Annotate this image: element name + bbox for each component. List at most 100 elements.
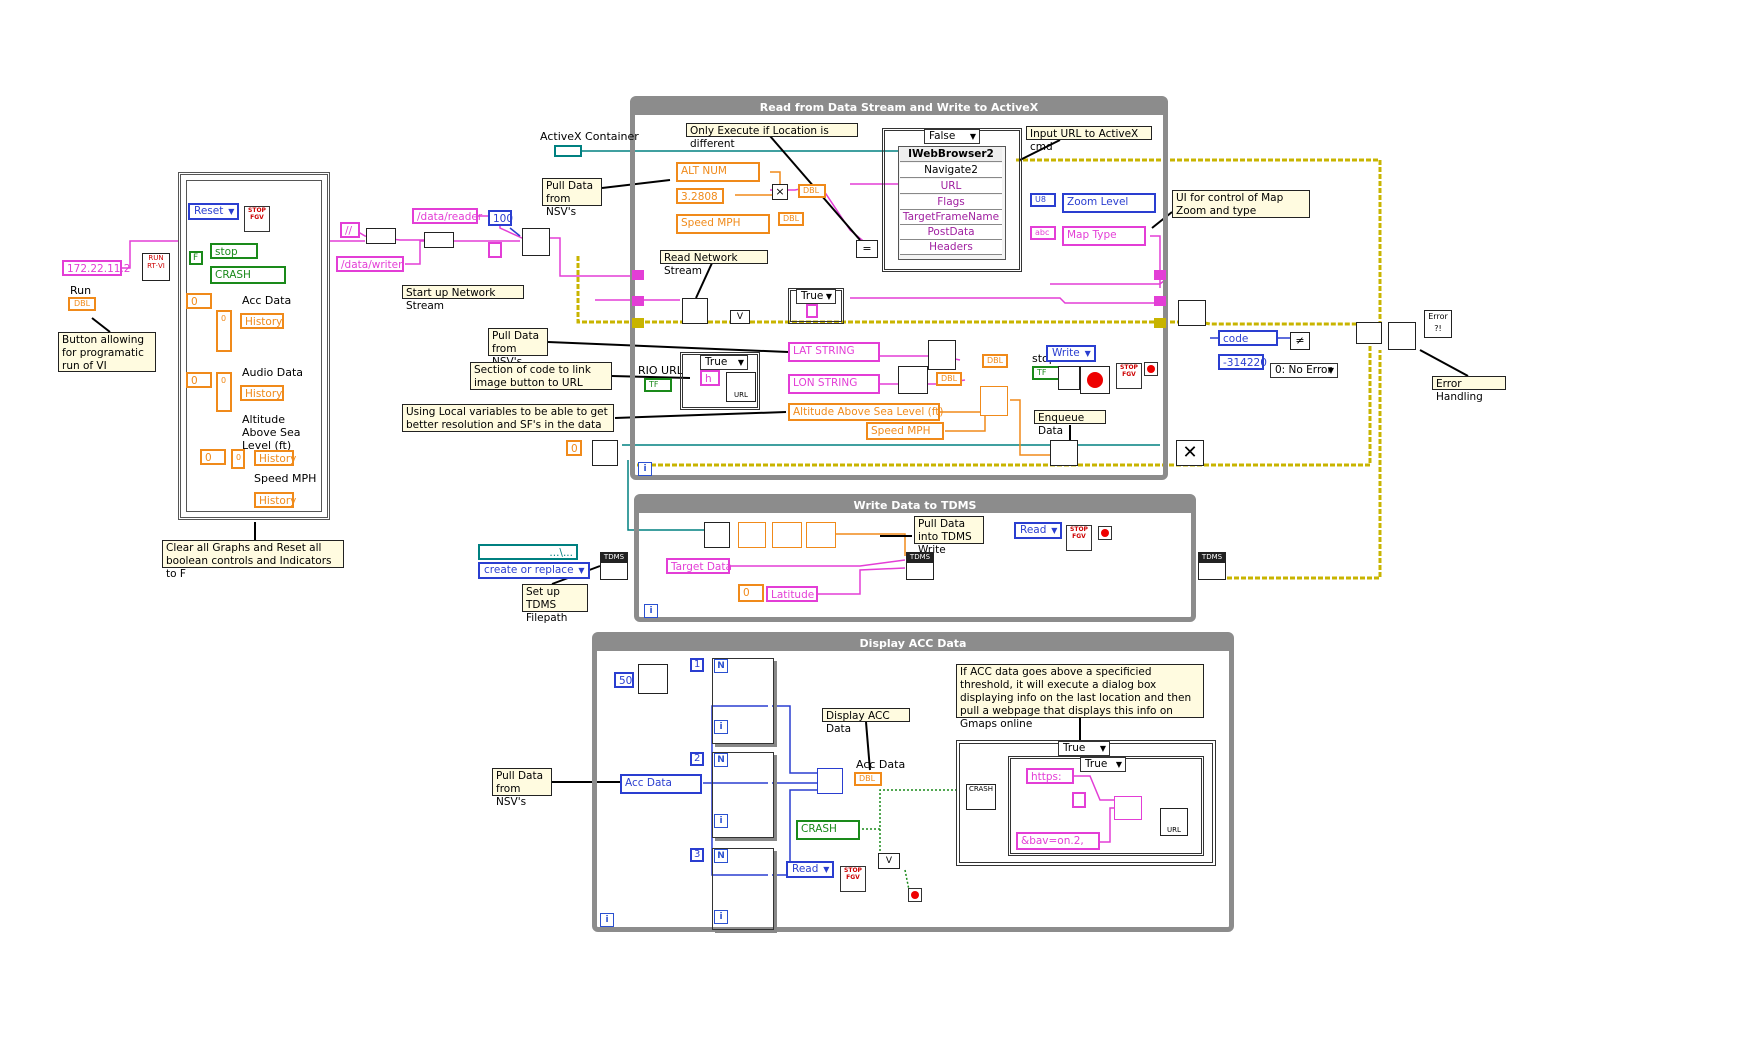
https-constant[interactable]: https: [1026,768,1074,784]
alt-history[interactable]: History [254,450,296,466]
lon-string-var[interactable]: LON STRING [788,374,880,394]
audio-zero[interactable]: 0 [186,372,212,388]
speed-mph-var[interactable]: Speed MPH [676,214,770,234]
alt-array[interactable]: 0 [231,449,245,469]
note-local-vars: Using Local variables to be able to get … [402,404,614,432]
acc-zero-1[interactable]: 0 [186,293,212,309]
latitude-terminal[interactable]: Latitude [766,586,818,602]
write-led [1144,362,1158,376]
false-constant[interactable]: F [189,251,203,265]
crash-var-2[interactable]: CRASH [796,820,860,840]
lat-dbl[interactable]: DBL [982,354,1008,368]
reader-constant[interactable]: /data/reader [412,208,482,224]
writer-constant[interactable]: /data/writer [336,256,404,272]
acc-build-array [817,768,843,794]
n1-constant[interactable]: 1 [690,658,704,672]
stop-local-var[interactable]: stop [210,243,258,259]
for-loop-2-i: i [714,814,728,828]
case-selector-true-4[interactable]: True [1080,757,1126,772]
arrow-run [91,317,111,333]
acc-array[interactable]: 0 [216,310,232,352]
reset-local-var[interactable]: Reset [188,203,240,220]
altitude-local-var[interactable]: Altitude Above Sea Level (ft) [788,403,943,421]
acc-data-indicator[interactable]: DBL [854,772,882,786]
target-data-constant[interactable]: Target Data [666,558,732,574]
inner-case-string[interactable] [806,304,818,318]
wait-fifty-constant[interactable]: 50 [614,672,634,688]
acc-data-label: Acc Data [242,294,292,307]
alt-out-dbl[interactable]: DBL [798,184,826,198]
ip-constant[interactable]: 172.22.11.2 [62,260,130,276]
read-enum-acc[interactable]: Read [786,861,835,878]
activex-label: ActiveX Container [540,130,639,143]
code-constant[interactable]: -314220 [1218,354,1267,370]
n2-constant[interactable]: 2 [690,752,704,766]
read-enum-tdms[interactable]: Read [1014,522,1063,539]
code-unbundle[interactable]: code [1218,330,1278,346]
wire-ip [120,240,365,269]
note-acc-threshold: If ACC data goes above a specificied thr… [956,664,1204,730]
hundred-constant[interactable]: 100 [488,210,513,226]
alt-num-var[interactable]: ALT NUM [676,162,760,182]
activex-terminal[interactable] [554,145,582,157]
n3-constant[interactable]: 3 [690,848,704,862]
note-ui-zoom: UI for control of Map Zoom and type [1172,190,1310,218]
note-pull-nsv-3: Pull Data from NSV's [492,768,552,808]
bav-constant[interactable]: &bav=on.2, [1016,832,1100,850]
acc-history[interactable]: History [240,313,284,329]
acc-data-var[interactable]: Acc Data [620,774,702,794]
audio-array[interactable]: 0 [216,372,232,412]
note-pull-nsv-2: Pull Data from NSV's [488,328,548,368]
lon-dbl[interactable]: DBL [936,372,962,386]
build-data-node [806,522,836,548]
rio-url-tf[interactable]: TF [644,378,672,392]
note-enqueue: Enqueue Data [1034,410,1106,437]
speed-history[interactable]: History [254,492,296,508]
write-enum[interactable]: Write [1046,345,1096,362]
acc-loop-iteration: i [600,913,614,927]
empty-string-constant[interactable] [488,242,502,258]
audio-history[interactable]: History [240,385,284,401]
wire-enqueue [1010,399,1050,456]
acc-data-indicator-label: Acc Data [856,758,906,771]
map-type-var[interactable]: Map Type [1062,226,1146,246]
u8-constant[interactable]: U8 [1030,193,1056,207]
url-string-constant[interactable] [1072,792,1086,808]
crash-local-var[interactable]: CRASH [210,266,286,284]
wire-https [1074,775,1118,801]
arrow-input-url [1019,139,1061,161]
arrow-nsv1 [601,179,671,189]
stop-tf[interactable]: TF [1032,366,1060,380]
alt-zero[interactable]: 0 [200,449,226,465]
enqueue-node [1050,440,1078,466]
create-replace-enum[interactable]: create or replace [478,562,590,579]
arrow-nsv2 [547,341,789,353]
speed-local-var[interactable]: Speed MPH [866,422,944,440]
case-selector-true-1[interactable]: True [796,289,836,304]
index-array-node [772,522,802,548]
crash-dialog-node: CRASH [966,784,996,810]
note-start-stream: Start up Network Stream [402,285,524,312]
case-selector-false[interactable]: False [924,129,980,144]
scan-node-2 [898,366,928,394]
case-selector-true-2[interactable]: True [700,355,748,370]
zoom-level-var[interactable]: Zoom Level [1062,193,1156,213]
h-constant[interactable]: h [700,370,720,386]
tdms-path-constant[interactable]: ...\... [478,544,578,560]
factor-constant[interactable]: 3.2808 [676,188,724,204]
lat-string-var[interactable]: LAT STRING [788,342,880,362]
note-clear-graphs: Clear all Graphs and Reset all boolean c… [162,540,344,580]
abc-constant[interactable]: abc [1030,226,1056,240]
note-pull-nsv-1: Pull Data from NSV's [542,178,602,218]
concat-node-1 [366,228,396,244]
queue-zero-constant[interactable]: 0 [566,440,582,456]
speed-out-dbl[interactable]: DBL [778,212,804,226]
dequeue-node [704,522,730,548]
no-error-enum[interactable]: 0: No Error [1270,363,1338,378]
shift-register-right-1 [1154,270,1166,280]
run-indicator[interactable]: DBL [68,297,96,311]
slash-constant[interactable]: // [340,222,360,238]
latitude-array-zero[interactable]: 0 [738,584,764,602]
case-selector-true-3[interactable]: True [1058,741,1110,756]
tdms-close-node: TDMS [1198,552,1226,562]
